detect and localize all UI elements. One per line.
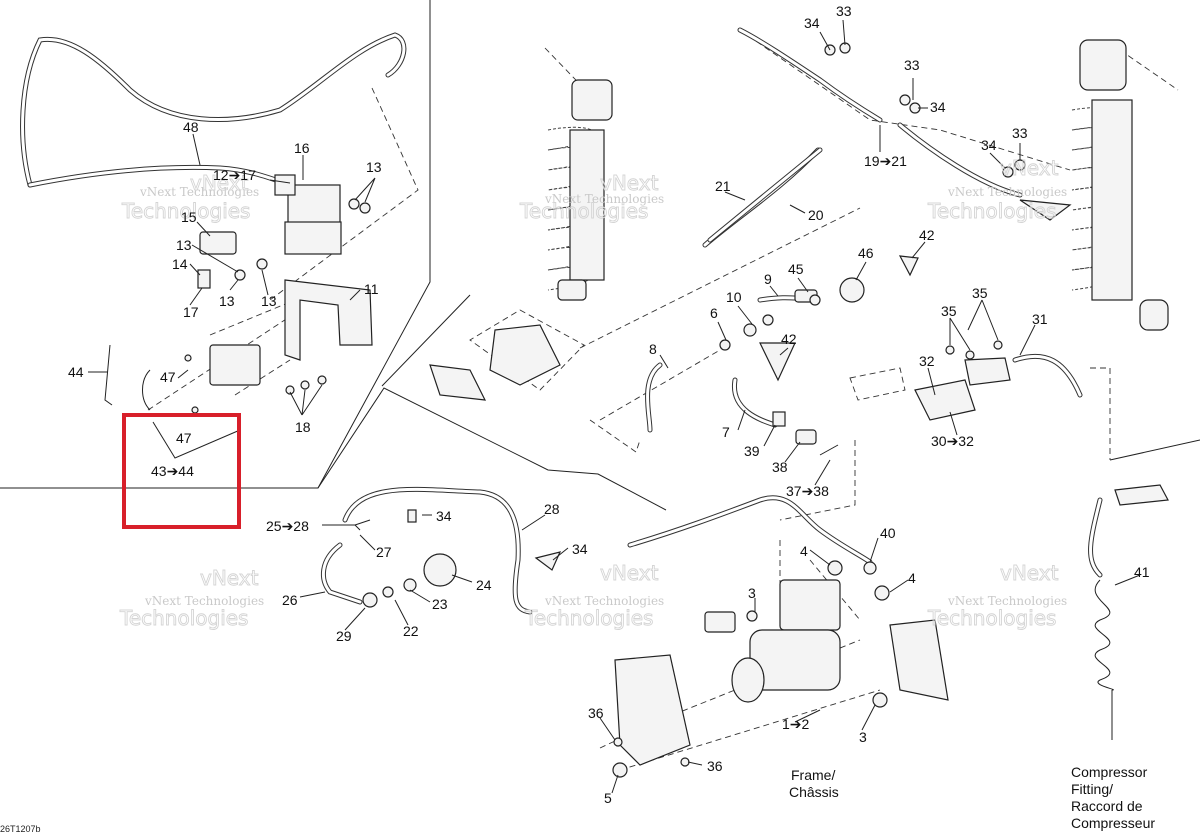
callout-label: 34 bbox=[930, 99, 946, 115]
drawing-code: 26T1207b bbox=[0, 824, 41, 834]
callout-label: 4 bbox=[800, 543, 808, 559]
callout-label: 19➔21 bbox=[864, 153, 907, 169]
callout-label: 21 bbox=[715, 178, 731, 194]
watermark-logo: Technologies bbox=[927, 199, 1056, 223]
watermark-logo: vNext bbox=[190, 171, 249, 195]
callout-label: 39 bbox=[744, 443, 760, 459]
frame-label: Frame/ bbox=[791, 767, 835, 783]
callout-label: 29 bbox=[336, 628, 352, 644]
compressor-fitting-label: Compressor bbox=[1071, 764, 1148, 780]
callout-label: 9 bbox=[764, 271, 772, 287]
callout-label: 42 bbox=[781, 331, 797, 347]
watermark-text: vNext Technologies bbox=[144, 594, 264, 608]
callout-label: 26 bbox=[282, 592, 298, 608]
watermark-text: vNext Technologies bbox=[544, 594, 664, 608]
compressor-fitting-label: Compresseur bbox=[1071, 815, 1155, 831]
callout-label: 37➔38 bbox=[786, 483, 829, 499]
callout-label: 34 bbox=[981, 137, 997, 153]
callout-label: 7 bbox=[722, 424, 730, 440]
callout-label: 24 bbox=[476, 577, 492, 593]
region-borders bbox=[0, 0, 1200, 511]
callout-label: 34 bbox=[572, 541, 588, 557]
chassis-label: Châssis bbox=[789, 784, 839, 800]
callout-label: 33 bbox=[904, 57, 920, 73]
callout-label: 34 bbox=[804, 15, 820, 31]
callout-label: 11 bbox=[364, 281, 379, 297]
callout-label: 18 bbox=[295, 419, 311, 435]
callout-label: 41 bbox=[1134, 564, 1150, 580]
callout-label: 10 bbox=[726, 289, 742, 305]
callout-label: 48 bbox=[183, 119, 199, 135]
watermark-logo: Technologies bbox=[524, 606, 653, 630]
callout-label: 1➔2 bbox=[782, 716, 810, 732]
label-leaders bbox=[88, 19, 1141, 794]
callout-label: 5 bbox=[604, 790, 612, 806]
compressor-assembly bbox=[362, 484, 1169, 778]
watermark-logo: vNext bbox=[600, 561, 659, 585]
callout-label: 13 bbox=[261, 293, 277, 309]
callout-labels: 48 16 12➔17 13 15 13 14 13 13 17 11 44 4… bbox=[0, 3, 1155, 834]
watermark-logo: Technologies bbox=[519, 199, 648, 223]
callout-label: 31 bbox=[1032, 311, 1048, 327]
callout-label: 15 bbox=[181, 209, 197, 225]
callout-label: 22 bbox=[403, 623, 419, 639]
callout-label: 32 bbox=[919, 353, 935, 369]
watermarks: vNext Technologies vNext Technologies vN… bbox=[119, 156, 1068, 631]
watermark-logo: Technologies bbox=[121, 199, 250, 223]
callout-label: 17 bbox=[183, 304, 199, 320]
callout-label: 14 bbox=[172, 256, 188, 272]
callout-label: 42 bbox=[919, 227, 935, 243]
callout-label: 23 bbox=[432, 596, 448, 612]
watermark-text: vNext Technologies bbox=[947, 594, 1067, 608]
callout-label: 47 bbox=[160, 369, 176, 385]
callout-label: 47 bbox=[176, 430, 192, 446]
callout-label: 20 bbox=[808, 207, 824, 223]
callout-label: 8 bbox=[649, 341, 657, 357]
shock-right bbox=[1071, 39, 1169, 331]
callout-label: 35 bbox=[972, 285, 988, 301]
callout-label: 36 bbox=[588, 705, 604, 721]
compressor-fitting-label: Fitting/ bbox=[1071, 781, 1113, 797]
compressor-fitting-label: Raccord de bbox=[1071, 798, 1143, 814]
callout-label: 28 bbox=[544, 501, 560, 517]
watermark-logo: Technologies bbox=[119, 606, 248, 630]
shock-left bbox=[547, 79, 613, 301]
callout-label: 13 bbox=[219, 293, 235, 309]
watermark-logo: Technologies bbox=[927, 606, 1056, 630]
callout-label: 3 bbox=[859, 729, 867, 745]
callout-label: 25➔28 bbox=[266, 518, 309, 534]
callout-label: 6 bbox=[710, 305, 718, 321]
watermark-logo: vNext bbox=[200, 566, 259, 590]
watermark-text: vNext Technologies bbox=[947, 185, 1067, 199]
callout-label: 34 bbox=[436, 508, 452, 524]
callout-label: 33 bbox=[836, 3, 852, 19]
callout-label: 46 bbox=[858, 245, 874, 261]
watermark-text: vNext Technologies bbox=[139, 185, 259, 199]
highlight-box bbox=[122, 413, 241, 529]
callout-label: 13 bbox=[176, 237, 192, 253]
callout-label: 45 bbox=[788, 261, 804, 277]
callout-label: 35 bbox=[941, 303, 957, 319]
watermark-text: vNext Technologies bbox=[544, 192, 664, 206]
callout-label: 33 bbox=[1012, 125, 1028, 141]
callout-label: 44 bbox=[68, 364, 84, 380]
callout-label: 43➔44 bbox=[151, 463, 194, 479]
callout-label: 27 bbox=[376, 544, 392, 560]
callout-label: 36 bbox=[707, 758, 723, 774]
callout-label: 13 bbox=[366, 159, 382, 175]
watermark-logo: vNext bbox=[1000, 156, 1059, 180]
callout-label: 30➔32 bbox=[931, 433, 974, 449]
watermark-logo: vNext bbox=[1000, 561, 1059, 585]
callout-label: 16 bbox=[294, 140, 310, 156]
callout-label: 4 bbox=[908, 570, 916, 586]
callout-label: 3 bbox=[748, 585, 756, 601]
mid-parts bbox=[429, 42, 1072, 456]
callout-label: 38 bbox=[772, 459, 788, 475]
callout-label: 12➔17 bbox=[213, 167, 256, 183]
callout-label: 40 bbox=[880, 525, 896, 541]
watermark-logo: vNext bbox=[600, 171, 659, 195]
